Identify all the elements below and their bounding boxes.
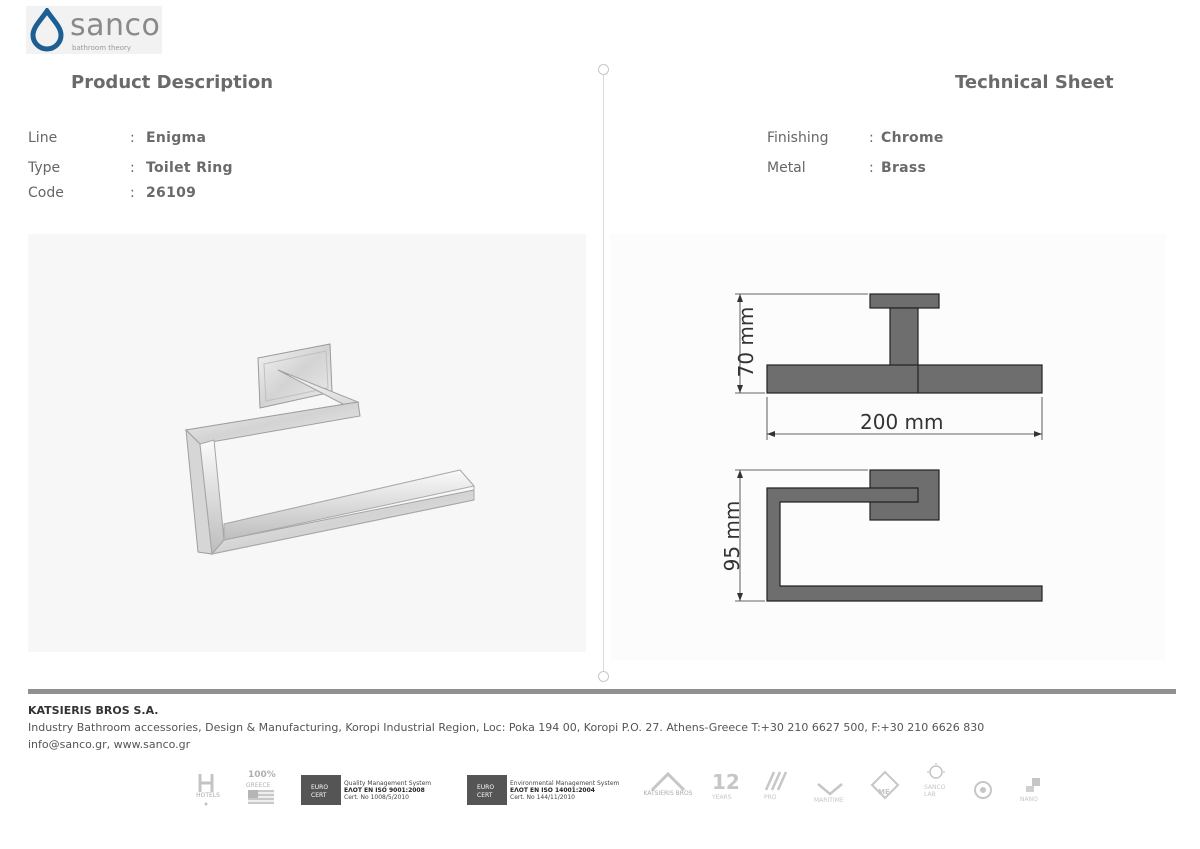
diamond-icon [870,770,900,800]
brand-tagline: bathroom theory [72,44,132,52]
maritime-label: MARITIME [814,797,844,804]
spec-value: Enigma [146,130,207,146]
euro-cert-quality-logo: EURO CERT [301,775,341,805]
spa-badge [970,770,996,810]
drawing-ring-front [766,487,1043,602]
brand-name: sanco [70,8,161,43]
drawing-wall-plate [869,293,940,309]
spec-separator: : [130,185,135,201]
hotels-label: HOTELS [196,792,220,799]
sanco-lab-label: SANCO LAB [924,784,946,798]
company-name: KATSIERIS BROS S.A. [28,704,159,717]
me-badge: ME [870,770,900,810]
product-description-title: Product Description [71,72,274,93]
spec-label: Metal [767,160,806,176]
spec-label: Type [28,160,61,176]
pro-label: PRO [764,794,777,801]
euro-label: EURO [477,784,495,791]
qms-title: Quality Management System [344,780,432,787]
greek-flag-icon [248,790,274,804]
greece-bottom-label: GREECE [246,782,271,789]
spec-label: Code [28,185,64,201]
me-label: ME [878,788,890,796]
circle-badge-icon [974,781,992,799]
column-divider [603,70,604,676]
pro-badge: PRO [760,770,790,810]
spec-separator: : [869,130,874,146]
ems-title: Environmental Management System [510,780,620,787]
spec-separator: : [130,160,135,176]
nano-badge: NANO [1018,770,1048,810]
spec-separator: : [130,130,135,146]
wave-chevron-icon [817,783,843,796]
bulb-icon [927,763,945,779]
hotels-badge: HOTELS [190,770,226,810]
company-contact[interactable]: info@sanco.gr, www.sanco.gr [28,738,191,751]
roof-icon [650,771,686,792]
euro-label: EURO [311,784,329,791]
nano-blocks-icon [1026,778,1040,792]
greece-top-label: 100% [248,770,276,780]
maritime-badge: MARITIME [812,770,848,810]
nano-label: NANO [1020,796,1038,803]
company-address: Industry Bathroom accessories, Design & … [28,721,985,734]
technical-sheet-title: Technical Sheet [955,72,1114,93]
technical-drawing: 70 mm 200 mm 95 mm [610,234,1166,660]
water-drop-icon [30,8,64,52]
spec-value: Brass [881,160,927,176]
cert-label: CERT [311,792,327,799]
spec-value: 26109 [146,185,197,201]
technical-drawing-svg [735,293,1043,602]
ems-cert-number: Cert. No 144/11/2010 [510,794,575,801]
spec-value: Toilet Ring [146,160,233,176]
toilet-ring-illustration [184,343,475,556]
drawing-stem [889,307,919,367]
years-badge: 12 YEARS [708,770,742,810]
stripes-icon [764,771,788,791]
product-photo [28,234,586,652]
qms-standard: ΕΛΟΤ ΕΝ ISO 9001:2008 [344,787,425,794]
divider-dot-top [598,64,609,75]
years-number: 12 [712,770,740,794]
years-label: YEARS [712,794,732,801]
brand-logo[interactable]: sanco bathroom theory [26,6,162,54]
divider-dot-bottom [598,671,609,682]
qms-cert-number: Cert. No 1008/5/2010 [344,794,409,801]
hotel-h-icon [198,774,214,806]
spec-value: Chrome [881,130,944,146]
dimension-depth: 95 mm [720,500,744,572]
euro-cert-environment-logo: EURO CERT [467,775,507,805]
environmental-management-text: Environmental Management System ΕΛΟΤ ΕΝ … [510,780,619,801]
quality-management-text: Quality Management System ΕΛΟΤ ΕΝ ISO 90… [344,780,431,801]
katsieris-badge: KATSIERIS BROS [644,770,692,810]
ems-standard: ΕΛΟΤ ΕΝ ISO 14001:2004 [510,787,595,794]
dimension-height: 70 mm [734,306,758,378]
spec-label: Finishing [767,130,829,146]
spec-separator: : [869,160,874,176]
sanco-lab-badge: SANCO LAB [922,762,950,802]
cert-label: CERT [477,792,493,799]
katsieris-label: KATSIERIS BROS [643,790,693,797]
spec-label: Line [28,130,58,146]
drawing-bar [766,364,1043,394]
footer-divider [28,689,1176,694]
dimension-width: 200 mm [860,410,944,434]
greece-badge: 100% GREECE [246,770,276,810]
